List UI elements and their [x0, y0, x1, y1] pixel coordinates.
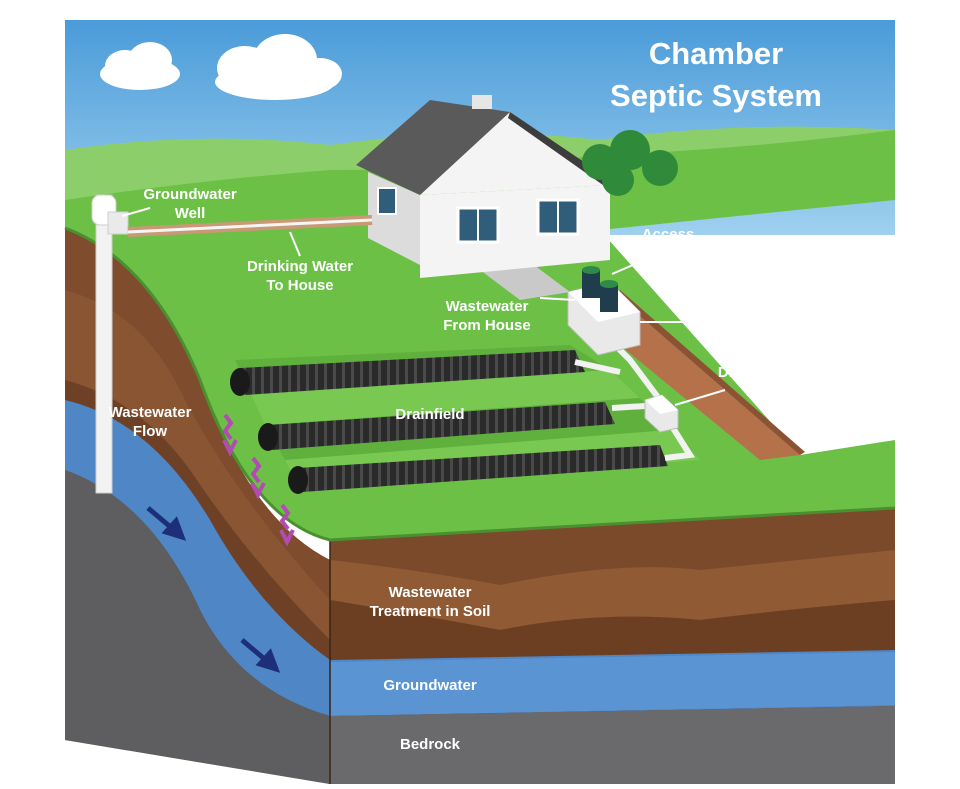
- groundwater-arrow-icon: [240, 638, 281, 673]
- drainfield-chamber: [258, 402, 615, 451]
- label-groundwater-well-2: Well: [175, 205, 206, 222]
- cloud-icon: [215, 34, 342, 100]
- label-access-risers-1: Access: [642, 226, 695, 243]
- label-septic-tank-1: Septic: [709, 306, 754, 323]
- label-wastewater-flow-2: Flow: [133, 423, 167, 440]
- flow-arrow-icon: [222, 413, 238, 457]
- flow-arrow-icon: [250, 456, 266, 500]
- label-wastewater-flow-1: Wastewater: [109, 404, 192, 421]
- label-wastewater-from-house-2: From House: [443, 317, 531, 334]
- groundwater-layer: [65, 400, 895, 716]
- bedrock-layer: [65, 470, 895, 784]
- label-distribution-box-2: Box: [746, 383, 775, 400]
- label-distribution-box-1: Distribution: [718, 364, 802, 381]
- label-wastewater-from-house-1: Wastewater: [446, 298, 529, 315]
- flow-arrow-icon: [279, 503, 295, 547]
- groundwater-arrow-icon: [146, 506, 187, 541]
- cloud-icon: [100, 42, 180, 90]
- distribution-box: [644, 394, 679, 433]
- label-treatment-in-soil-1: Wastewater: [389, 584, 472, 601]
- label-leaders: [121, 207, 726, 406]
- label-septic-tank-2: Tank: [715, 325, 750, 342]
- title-line-1: Chamber: [649, 36, 783, 71]
- label-drinking-water-2: To House: [266, 277, 333, 294]
- drinking-water-pipe: [127, 218, 373, 234]
- title-line-2: Septic System: [610, 78, 822, 113]
- label-groundwater: Groundwater: [383, 677, 477, 694]
- groundwater-well: [91, 194, 129, 494]
- label-groundwater-well-1: Groundwater: [143, 186, 237, 203]
- label-drainfield: Drainfield: [395, 406, 464, 423]
- drainfield-chamber: [230, 350, 585, 396]
- trees: [582, 130, 678, 196]
- label-access-risers-2: Risers: [645, 245, 691, 262]
- drainfield-chamber: [288, 445, 668, 494]
- label-bedrock: Bedrock: [400, 736, 461, 753]
- label-drinking-water-1: Drinking Water: [247, 258, 353, 275]
- house: [356, 95, 618, 300]
- label-treatment-in-soil-2: Treatment in Soil: [370, 603, 491, 620]
- access-risers: [582, 266, 618, 312]
